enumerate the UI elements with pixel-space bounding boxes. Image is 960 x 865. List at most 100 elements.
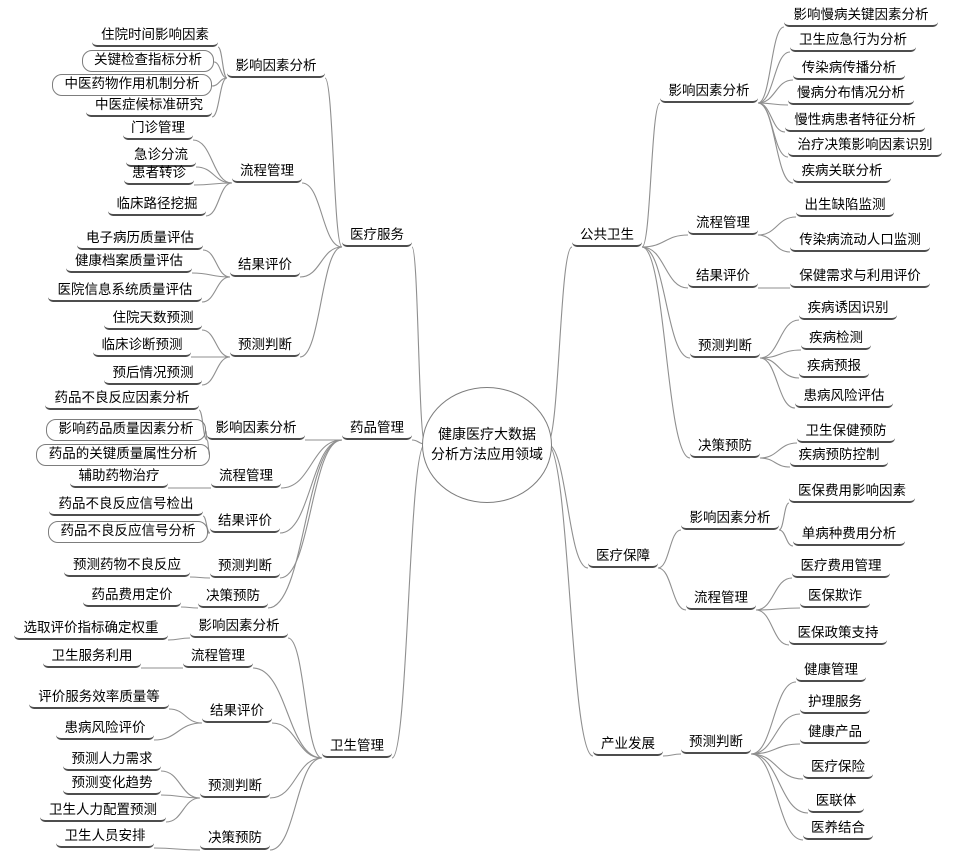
mindmap-node[interactable]: 结果评价: [210, 513, 280, 533]
mindmap-node[interactable]: 保健需求与利用评价: [790, 268, 930, 288]
mindmap-node[interactable]: 药品管理: [342, 420, 412, 440]
mindmap-node[interactable]: 急诊分流: [126, 147, 196, 167]
mindmap-node[interactable]: 公共卫生: [572, 227, 642, 247]
mindmap-node[interactable]: 预测药物不良反应: [64, 557, 190, 577]
mindmap-node[interactable]: 结果评价: [202, 703, 272, 723]
mindmap-node[interactable]: 治疗决策影响因素识别: [788, 137, 942, 157]
mindmap-node[interactable]: 住院时间影响因素: [92, 27, 218, 47]
edge-curve: [755, 577, 793, 611]
mindmap-node[interactable]: 产业发展: [593, 736, 663, 756]
mindmap-node[interactable]: 医保费用影响因素: [789, 483, 915, 503]
mindmap-node[interactable]: 药品不良反应信号检出: [49, 496, 203, 516]
mindmap-node[interactable]: 决策预防: [198, 588, 268, 608]
edge-curve: [201, 329, 231, 358]
mindmap-node[interactable]: 影响因素分析: [681, 510, 779, 530]
mindmap-node[interactable]: 中医药物作用机制分析: [52, 74, 212, 96]
mindmap-node[interactable]: 出生缺陷监测: [796, 197, 894, 217]
edge-curve: [750, 753, 804, 841]
mindmap-root-node[interactable]: 健康医疗大数据 分析方法应用领域: [422, 387, 552, 503]
mindmap-node[interactable]: 医院信息系统质量评估: [48, 282, 202, 302]
mindmap-node[interactable]: 卫生服务利用: [43, 648, 141, 668]
mindmap-node[interactable]: 传染病传播分析: [793, 60, 905, 80]
mindmap-node[interactable]: 患病风险评估: [795, 388, 893, 408]
mindmap-node[interactable]: 住院天数预测: [104, 310, 202, 330]
mindmap-node[interactable]: 卫生管理: [322, 738, 392, 758]
mindmap-node[interactable]: 疾病预防控制: [790, 447, 888, 467]
mindmap-node[interactable]: 疾病预报: [799, 358, 869, 378]
mindmap-node[interactable]: 影响因素分析: [207, 420, 305, 440]
mindmap-node[interactable]: 影响慢病关键因素分析: [784, 7, 938, 27]
mindmap-node[interactable]: 临床路径挖掘: [108, 196, 206, 216]
mindmap-node[interactable]: 结果评价: [688, 268, 758, 288]
mindmap-node[interactable]: 预后情况预测: [104, 365, 202, 385]
mindmap-node[interactable]: 传染病流动人口监测: [790, 232, 930, 252]
mindmap-node[interactable]: 慢病分布情况分析: [788, 85, 914, 105]
mindmap-node[interactable]: 健康档案质量评估: [66, 253, 192, 273]
mindmap-node[interactable]: 预测判断: [210, 558, 280, 578]
mindmap-node[interactable]: 预测判断: [200, 778, 270, 798]
mindmap-node[interactable]: 患者转诊: [124, 165, 194, 185]
mindmap-node[interactable]: 医保欺诈: [800, 588, 870, 608]
mindmap-node[interactable]: 流程管理: [211, 468, 281, 488]
mindmap-node[interactable]: 预测判断: [230, 337, 300, 357]
mindmap-node[interactable]: 预测变化趋势: [63, 775, 161, 795]
mindmap-node[interactable]: 医保政策支持: [789, 625, 887, 645]
mindmap-node[interactable]: 药品不良反应信号分析: [48, 521, 208, 543]
mindmap-node[interactable]: 医疗保障: [588, 548, 658, 568]
edge-curve: [267, 439, 343, 609]
mindmap-node[interactable]: 选取评价指标确定权重: [14, 620, 168, 640]
mindmap-node[interactable]: 卫生人力配置预测: [40, 802, 166, 822]
mindmap-node[interactable]: 电子病历质量评估: [77, 230, 203, 250]
mindmap-node[interactable]: 临床诊断预测: [93, 337, 191, 357]
mindmap-node[interactable]: 慢性病患者特征分析: [785, 112, 925, 132]
mindmap-node[interactable]: 结果评价: [230, 257, 300, 277]
mindmap-node[interactable]: 决策预防: [690, 438, 760, 458]
mindmap-node[interactable]: 影响因素分析: [227, 58, 325, 78]
mindmap-node[interactable]: 卫生保健预防: [797, 423, 895, 443]
mindmap-node[interactable]: 预测判断: [681, 734, 751, 754]
mindmap-node[interactable]: 预测判断: [690, 338, 760, 358]
mindmap-node[interactable]: 健康管理: [796, 662, 866, 682]
mindmap-node[interactable]: 单病种费用分析: [793, 526, 905, 546]
mindmap-node[interactable]: 护理服务: [800, 694, 870, 714]
edge-curve: [755, 609, 790, 646]
edge-curve: [280, 439, 343, 489]
mindmap-node[interactable]: 影响因素分析: [660, 83, 758, 103]
edge-curve: [757, 102, 789, 106]
mindmap-node[interactable]: 影响药品质量因素分析: [46, 419, 206, 441]
mindmap-node[interactable]: 门诊管理: [123, 120, 193, 140]
mindmap-node[interactable]: 医疗服务: [342, 227, 412, 247]
mindmap-node[interactable]: 疾病关联分析: [793, 163, 891, 183]
mindmap-node[interactable]: 影响因素分析: [190, 618, 288, 638]
mindmap-node[interactable]: 关键检查指标分析: [82, 50, 214, 72]
mindmap-node[interactable]: 药品不良反应因素分析: [45, 390, 199, 410]
mindmap-node[interactable]: 卫生应急行为分析: [790, 32, 916, 52]
edge-curve: [324, 77, 343, 248]
mindmap-node[interactable]: 预测人力需求: [63, 751, 161, 771]
edge-curve: [641, 234, 689, 248]
mindmap-node[interactable]: 评价服务效率质量等: [29, 689, 169, 709]
mindmap-node[interactable]: 流程管理: [686, 590, 756, 610]
mindmap-node[interactable]: 医疗保险: [803, 759, 873, 779]
mindmap-node[interactable]: 医疗费用管理: [792, 558, 890, 578]
mindmap-node[interactable]: 疾病检测: [801, 330, 871, 350]
mindmap-node[interactable]: 患病风险评价: [56, 720, 154, 740]
mindmap-node[interactable]: 健康产品: [800, 724, 870, 744]
mindmap-node[interactable]: 流程管理: [688, 215, 758, 235]
edge-curve: [662, 753, 682, 757]
mindmap-node[interactable]: 决策预防: [200, 830, 270, 850]
mindmap-node[interactable]: 流程管理: [183, 648, 253, 668]
edge-curve: [757, 102, 794, 184]
edge-curve: [750, 753, 809, 814]
mindmap-node[interactable]: 流程管理: [232, 163, 302, 183]
edge-curve: [759, 357, 800, 379]
mindmap-node[interactable]: 疾病诱因识别: [799, 300, 897, 320]
mindmap-node[interactable]: 中医症候标准研究: [86, 97, 212, 117]
mindmap-node[interactable]: 辅助药物治疗: [70, 468, 168, 488]
mindmap-node[interactable]: 医养结合: [803, 820, 873, 840]
edge-curve: [755, 607, 801, 611]
mindmap-node[interactable]: 卫生人员安排: [56, 828, 154, 848]
mindmap-node[interactable]: 医联体: [808, 793, 864, 813]
mindmap-node[interactable]: 药品的关键质量属性分析: [36, 444, 210, 466]
mindmap-node[interactable]: 药品费用定价: [83, 587, 181, 607]
